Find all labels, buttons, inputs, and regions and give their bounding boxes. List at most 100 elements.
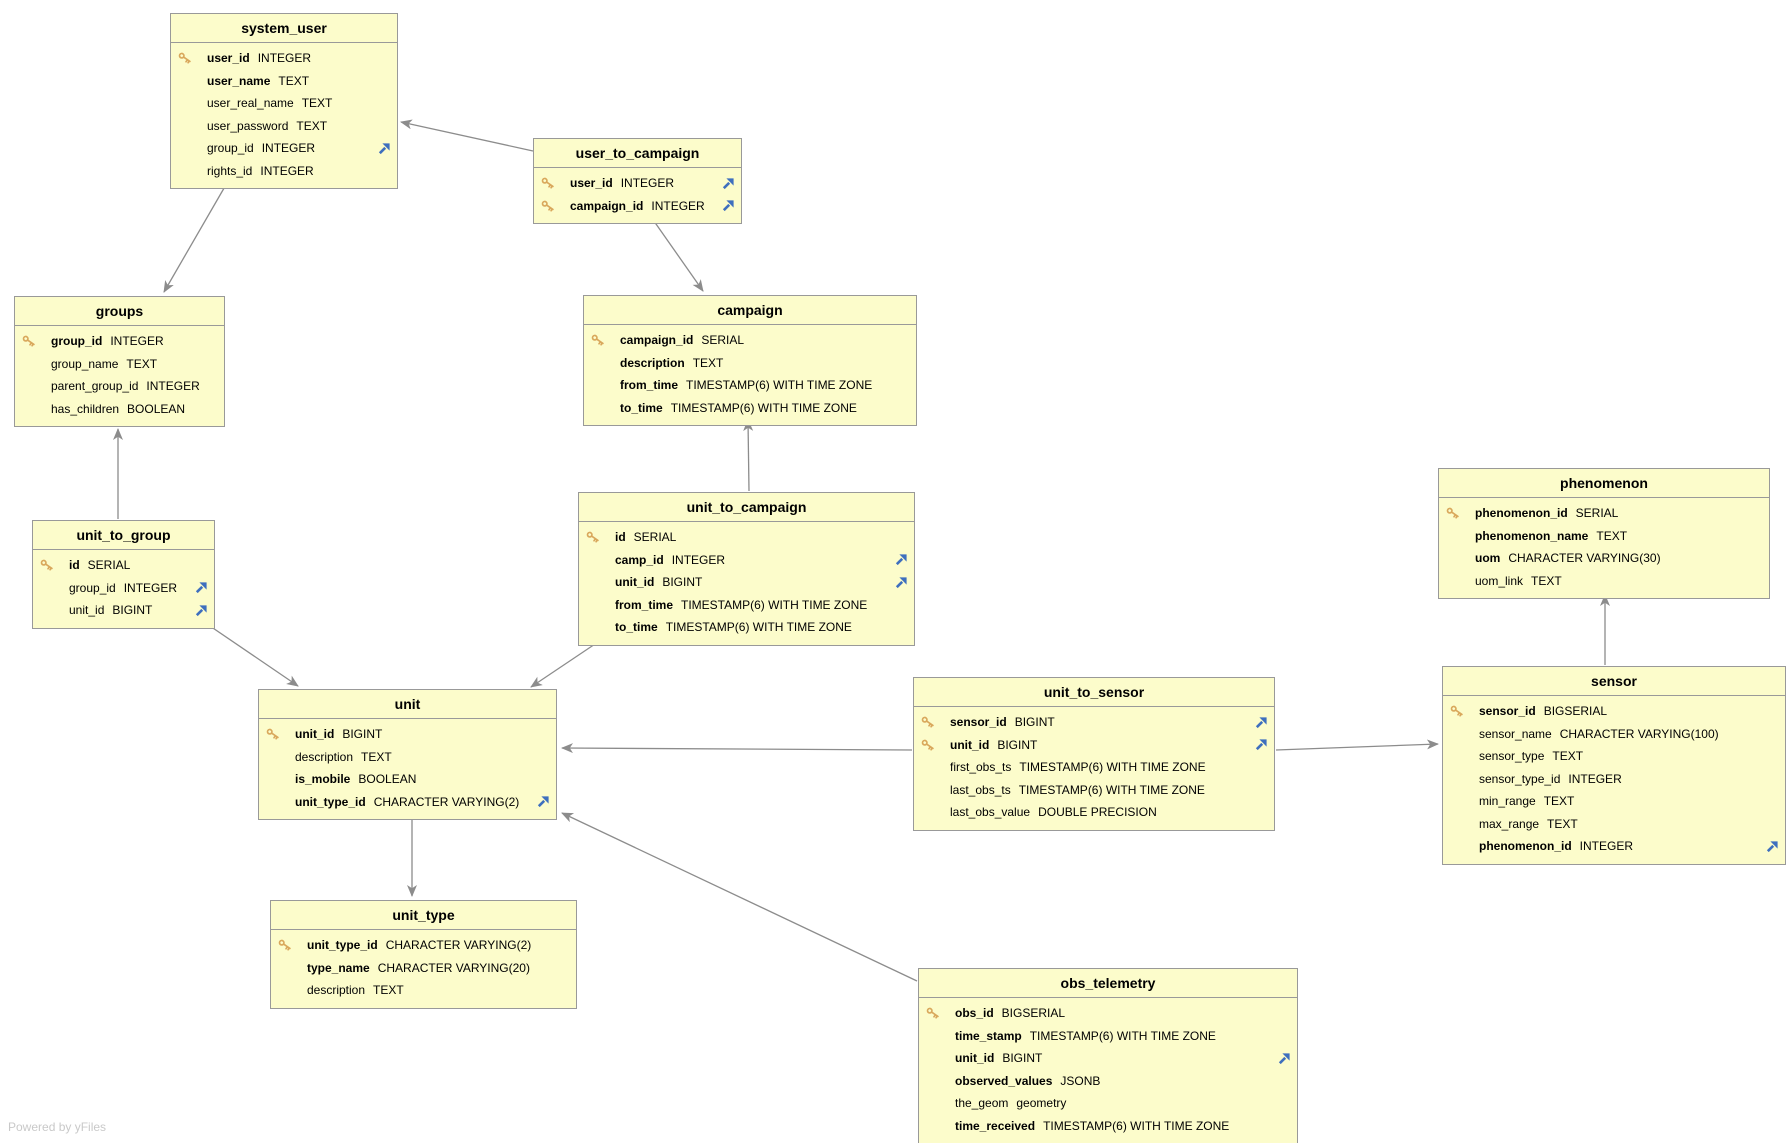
column-type: TIMESTAMP(6) WITH TIME ZONE	[665, 620, 852, 635]
empty-fk-cell	[1275, 1070, 1291, 1093]
column-type: TEXT	[1547, 816, 1578, 831]
foreign-key-icon[interactable]	[1766, 840, 1779, 853]
foreign-key-icon[interactable]	[1278, 1052, 1291, 1065]
primary-key-cell	[1445, 502, 1467, 525]
edge-unit_to_sensor-to-unit[interactable]	[561, 743, 913, 754]
column-name: first_obs_ts	[950, 760, 1012, 775]
empty-fk-cell	[554, 979, 570, 1002]
edge-obs_telemetry-to-unit[interactable]	[561, 812, 918, 982]
foreign-key-icon[interactable]	[722, 177, 735, 190]
column-type: BIGINT	[1002, 1051, 1043, 1066]
column-name: last_obs_ts	[950, 782, 1011, 797]
column-name: min_range	[1479, 794, 1536, 809]
column-type: TIMESTAMP(6) WITH TIME ZONE	[670, 400, 857, 415]
entity-title-obs_telemetry: obs_telemetry	[919, 969, 1297, 998]
empty-fk-cell	[892, 616, 908, 639]
primary-key-cell	[277, 934, 299, 957]
empty-fk-cell	[1763, 700, 1779, 723]
edge-user_to_campaign-to-campaign[interactable]	[648, 213, 704, 292]
foreign-key-icon[interactable]	[195, 581, 208, 594]
empty-fk-cell	[375, 47, 391, 70]
column-name: group_id	[51, 334, 103, 349]
primary-key-icon	[586, 531, 599, 543]
empty-fk-cell	[1252, 756, 1268, 779]
edge-unit_to_group-to-unit[interactable]	[206, 623, 299, 687]
entity-title-system_user: system_user	[171, 14, 397, 43]
column-name: sensor_type	[1479, 749, 1545, 764]
primary-key-cell	[265, 723, 287, 746]
column-type: TEXT	[301, 96, 333, 111]
empty-key-cell	[590, 374, 612, 397]
foreign-key-cell	[719, 195, 735, 218]
edge-unit_to_campaign-to-campaign[interactable]	[743, 419, 754, 492]
edge-user_to_campaign-to-system_user[interactable]	[400, 119, 534, 152]
foreign-key-icon[interactable]	[195, 604, 208, 617]
foreign-key-icon[interactable]	[722, 199, 735, 212]
foreign-key-icon[interactable]	[895, 576, 908, 589]
edge-system_user-to-groups[interactable]	[163, 182, 228, 293]
foreign-key-icon[interactable]	[537, 795, 550, 808]
column-name: obs_id	[955, 1006, 994, 1021]
primary-key-cell	[177, 47, 199, 70]
foreign-key-icon[interactable]	[1255, 738, 1268, 751]
foreign-key-icon[interactable]	[1255, 716, 1268, 729]
foreign-key-cell	[192, 577, 208, 600]
empty-key-cell	[1449, 813, 1471, 836]
primary-key-cell	[920, 734, 942, 757]
primary-key-cell	[540, 195, 562, 218]
column-name: user_real_name	[207, 96, 294, 111]
empty-key-cell	[585, 616, 607, 639]
empty-fk-cell	[892, 526, 908, 549]
column-name: camp_id	[615, 552, 664, 567]
edge-unit_to_sensor-to-sensor[interactable]	[1275, 739, 1439, 751]
column-name: from_time	[620, 378, 679, 393]
empty-fk-cell	[1252, 779, 1268, 802]
empty-fk-cell	[375, 92, 391, 115]
empty-key-cell	[39, 577, 61, 600]
empty-fk-cell	[1747, 570, 1763, 593]
primary-key-icon	[278, 939, 291, 951]
empty-key-cell	[277, 979, 299, 1002]
empty-fk-cell	[1275, 1115, 1291, 1138]
foreign-key-icon[interactable]	[378, 142, 391, 155]
column-name: to_time	[615, 620, 658, 635]
column-name: id	[69, 558, 80, 573]
foreign-key-icon[interactable]	[895, 553, 908, 566]
column-type: SERIAL	[701, 333, 745, 348]
column-type: geometry	[1016, 1096, 1067, 1111]
column-type: TEXT	[296, 118, 328, 133]
column-name: the_geom	[955, 1096, 1009, 1111]
empty-key-cell	[1445, 570, 1467, 593]
empty-fk-cell	[202, 330, 218, 353]
column-name: uom	[1475, 551, 1501, 566]
empty-fk-cell	[894, 397, 910, 420]
